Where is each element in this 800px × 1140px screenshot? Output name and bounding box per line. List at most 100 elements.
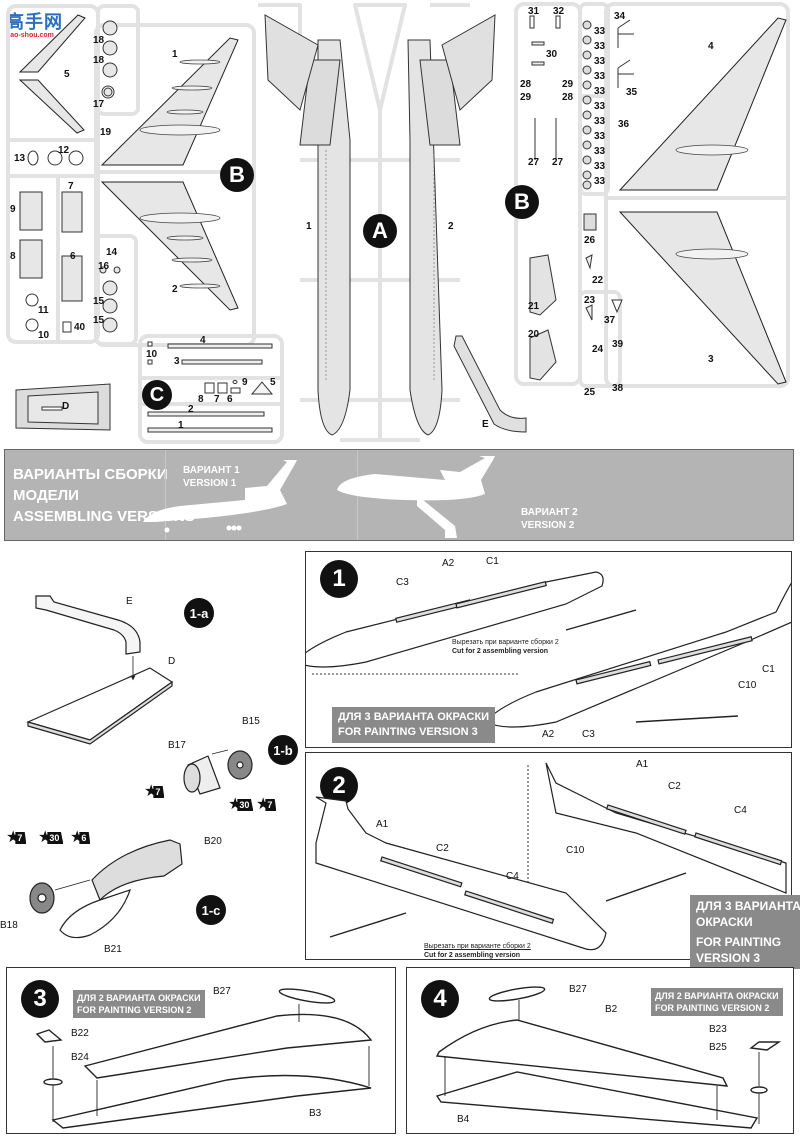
step-badge-1c: 1-c bbox=[196, 895, 226, 925]
painting-version-2-tag: ДЛЯ 2 ВАРИАНТА ОКРАСКИ FOR PAINTING VERS… bbox=[73, 990, 205, 1018]
version-2-en: VERSION 2 bbox=[521, 520, 575, 531]
part-label-b20: B20 bbox=[204, 836, 222, 847]
version-1-silhouette bbox=[143, 460, 297, 522]
part-label-b25: B25 bbox=[709, 1042, 727, 1053]
part-label: 9 bbox=[242, 377, 248, 388]
version-2-ru: ВАРИАНТ 2 bbox=[521, 507, 578, 518]
sprue-badge-a: A bbox=[363, 214, 397, 248]
cut-note-en: Cut for 2 assembling version bbox=[424, 952, 521, 959]
step-badge-1b: 1-b bbox=[268, 735, 298, 765]
version-2-silhouette bbox=[337, 456, 495, 501]
part-label-e: E bbox=[126, 596, 133, 607]
part-label: 30 bbox=[546, 49, 558, 60]
cut-note: Вырезать при варианте сборки 2 Cut for 2… bbox=[452, 638, 559, 656]
part-label-a1: A1 bbox=[376, 819, 389, 830]
part-label: 12 bbox=[58, 145, 70, 156]
part-label: 15 bbox=[93, 315, 105, 326]
part-label: 18 bbox=[93, 55, 105, 66]
part-label: 27 bbox=[528, 157, 540, 168]
tag-en: FOR PAINTING VERSION 2 bbox=[655, 1003, 770, 1013]
part-label-b15: B15 bbox=[242, 716, 260, 727]
step-3-diagram bbox=[35, 988, 373, 1129]
part-label-a1: A1 bbox=[636, 759, 649, 770]
part-label-b17: B17 bbox=[168, 740, 186, 751]
cut-note-ru: Вырезать при варианте сборки 2 bbox=[452, 639, 559, 646]
aircraft-silhouettes bbox=[143, 456, 495, 538]
step-2-diagram bbox=[315, 762, 787, 951]
part-label-c10: C10 bbox=[738, 680, 757, 691]
part-label: 22 bbox=[592, 275, 604, 286]
part-label: 11 bbox=[38, 305, 49, 316]
part-label: 4 bbox=[200, 335, 206, 346]
step-badge-1: 1 bbox=[320, 560, 358, 598]
part-label-b23: B23 bbox=[709, 1024, 727, 1035]
cut-note-en: Cut for 2 assembling version bbox=[452, 648, 549, 655]
part-label-a2: A2 bbox=[542, 729, 555, 740]
part-label: 16 bbox=[98, 261, 110, 272]
part-label: 19 bbox=[100, 127, 112, 138]
watermark-logo: 高手网 gao-shou.com bbox=[6, 8, 63, 39]
step-3-panel: 3 B27 B1 B22 B24 B3 ДЛЯ 2 ВАРИАНТА ОКРАС… bbox=[6, 967, 396, 1134]
part-label-b2: B2 bbox=[605, 1004, 618, 1015]
part-label-b3: B3 bbox=[309, 1108, 322, 1119]
steps-1abc-diagram bbox=[26, 595, 253, 939]
tag-ru: ДЛЯ 2 ВАРИАНТА ОКРАСКИ bbox=[655, 991, 779, 1001]
part-label: 24 bbox=[592, 344, 604, 355]
step-4-panel: 4 B27 B2 B23 B25 B4 ДЛЯ 2 ВАРИАНТА ОКРАС… bbox=[406, 967, 794, 1134]
tag-ru: ДЛЯ 3 ВАРИАНТА ОКРАСКИ bbox=[338, 711, 490, 723]
part-label: 7 bbox=[214, 394, 220, 405]
tag-ru-2: ОКРАСКИ bbox=[696, 915, 753, 929]
banner-title-ru-1: ВАРИАНТЫ СБОРКИ bbox=[13, 466, 168, 483]
part-label: 3 bbox=[708, 354, 714, 365]
part-label-c1: C1 bbox=[486, 556, 499, 567]
watermark-brand: 高手网 bbox=[6, 12, 63, 32]
part-label-b27: B27 bbox=[569, 984, 587, 995]
part-label: 32 bbox=[553, 6, 565, 17]
assembling-versions-banner: ВАРИАНТЫ СБОРКИ МОДЕЛИ ASSEMBLING VERSIO… bbox=[4, 449, 794, 541]
part-label: 26 bbox=[584, 235, 596, 246]
version-2-label: ВАРИАНТ 2 VERSION 2 bbox=[521, 506, 578, 532]
part-label: 23 bbox=[584, 295, 596, 306]
part-label: 21 bbox=[528, 301, 540, 312]
part-label: 1 bbox=[306, 221, 312, 232]
sprue-badge-b-left: B bbox=[220, 158, 254, 192]
tag-en-2: VERSION 3 bbox=[696, 951, 761, 965]
part-label-b18: B18 bbox=[0, 920, 18, 931]
cut-note-ru: Вырезать при варианте сборки 2 bbox=[424, 943, 531, 950]
part-label-c3: C3 bbox=[582, 729, 595, 740]
step-badge-3: 3 bbox=[21, 980, 59, 1018]
painting-version-3-tag: ДЛЯ 3 ВАРИАНТА ОКРАСКИ FOR PAINTING VERS… bbox=[690, 895, 800, 969]
step-2-panel: 2 A1 C2 C4 A1 C2 C4 C10 Вырезать при вар… bbox=[305, 752, 800, 969]
paint-ref-6: ★6 bbox=[70, 830, 91, 846]
part-label: 7 bbox=[68, 181, 74, 192]
part-label: 10 bbox=[38, 330, 50, 341]
sprue-diagram bbox=[6, 2, 790, 444]
part-label: 4 bbox=[708, 41, 714, 52]
painting-version-2-tag: ДЛЯ 2 ВАРИАНТА ОКРАСКИ FOR PAINTING VERS… bbox=[651, 988, 783, 1016]
step-badge-4: 4 bbox=[421, 980, 459, 1018]
part-label: 29 bbox=[562, 79, 574, 90]
part-label-c4: C4 bbox=[506, 871, 519, 882]
tag-en: FOR PAINTING VERSION 2 bbox=[77, 1005, 192, 1015]
step-1-diagram bbox=[306, 571, 791, 728]
part-label: 37 bbox=[604, 315, 616, 326]
part-label: 6 bbox=[227, 394, 233, 405]
part-label: 40 bbox=[74, 322, 86, 333]
version-1-label: ВАРИАНТ 1 VERSION 1 bbox=[183, 464, 240, 490]
part-label: E bbox=[482, 419, 489, 430]
part-label: 9 bbox=[10, 204, 16, 215]
part-label: 17 bbox=[93, 99, 105, 110]
part-label: 20 bbox=[528, 329, 540, 340]
stand-silhouette bbox=[417, 500, 457, 538]
part-label-c1: C1 bbox=[762, 664, 775, 675]
tag-en: FOR PAINTING VERSION 3 bbox=[338, 726, 478, 738]
part-label: 15 bbox=[93, 296, 105, 307]
part-label-b24: B24 bbox=[71, 1052, 89, 1063]
part-label: 28 bbox=[562, 92, 574, 103]
part-label: 31 bbox=[528, 6, 540, 17]
part-label-c4: C4 bbox=[734, 805, 747, 816]
part-label: 29 bbox=[520, 92, 532, 103]
part-label: D bbox=[62, 401, 70, 412]
part-label: 1 bbox=[172, 49, 178, 60]
